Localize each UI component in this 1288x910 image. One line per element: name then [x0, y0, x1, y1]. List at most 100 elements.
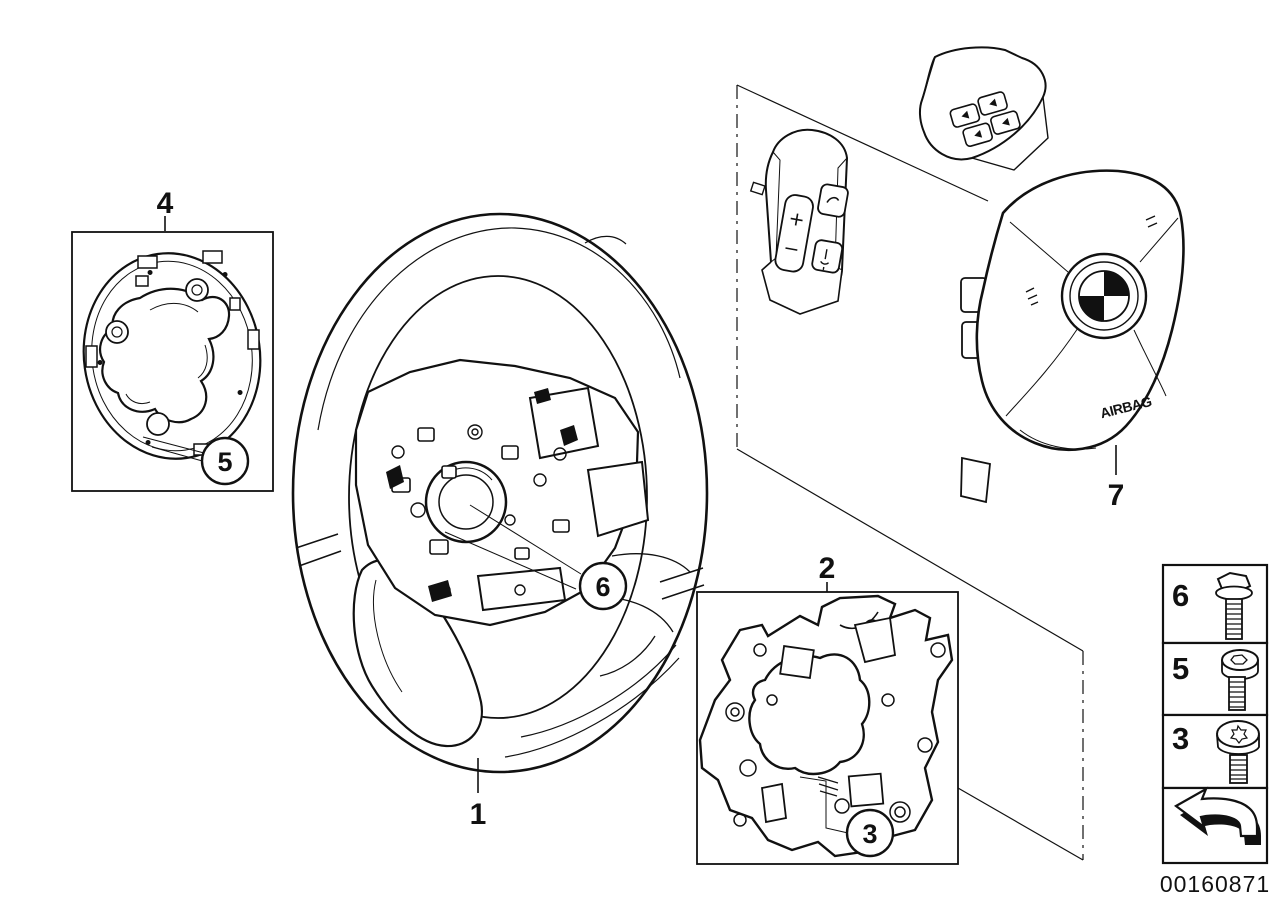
callout-circle-6 [578, 561, 628, 611]
switch-left-group [749, 128, 849, 315]
hub-connector [501, 445, 519, 460]
hub-boss [410, 502, 426, 518]
screw5-threads [1229, 681, 1245, 708]
hub-connector [441, 465, 457, 479]
slip-ring-group [71, 216, 274, 492]
part-label-2: 2 [819, 552, 836, 585]
callout-number-5: 5 [217, 447, 232, 477]
hub-boss [533, 473, 547, 487]
bolt-flange [1215, 585, 1253, 601]
wheel-left-spoke-seam [373, 579, 403, 693]
plate-hole [725, 702, 745, 722]
volume-plus-minus-glyphs [785, 213, 803, 251]
diagram-labels: 4 5 6 1 2 3 7 6 5 3 00160871 AIRBAG [157, 187, 1270, 897]
direction-arrow-face [1173, 786, 1259, 838]
plate-slot-hatch [817, 776, 839, 797]
hub-connector [552, 519, 570, 533]
slip-ring-boss-hole [191, 284, 203, 296]
plate-cutout [779, 645, 815, 679]
rim-seam-notch [584, 235, 627, 245]
phone-button [817, 183, 849, 218]
torx-pan-head-screw-icon [1216, 720, 1260, 784]
volume-rocker-button [774, 194, 814, 273]
callout6-leader [469, 504, 582, 575]
hub-boss [467, 424, 483, 440]
plate-hole [889, 801, 911, 823]
exploded-plane-lines [736, 84, 1084, 861]
hub-boss [514, 584, 526, 596]
plate-hole [834, 798, 850, 814]
mounting-plate-group [696, 582, 959, 865]
plate-hole [733, 813, 747, 827]
callout-number-6: 6 [595, 572, 610, 602]
callout6-leader [444, 531, 577, 590]
hub-connector [429, 539, 449, 555]
slip-ring-boss [105, 320, 129, 344]
hub-boss [471, 428, 479, 436]
plane-edge-top [736, 84, 989, 202]
plate-center-hole [748, 653, 871, 776]
callout-circle-5 [200, 436, 250, 486]
hub-column-bore [424, 460, 508, 544]
hub-boss [391, 445, 405, 459]
direction-arrow-icon [1173, 786, 1261, 845]
part-label-1: 1 [470, 798, 487, 831]
plate-hole [881, 693, 895, 707]
legend-number-3: 3 [1172, 721, 1189, 756]
callout-number-3: 3 [862, 819, 877, 849]
rim-seam-bottom [504, 644, 680, 758]
switch-right-group [918, 46, 1049, 171]
plate-hole [917, 737, 933, 753]
switch-left-base [761, 261, 843, 315]
slip-ring-tab [229, 297, 241, 311]
screw5-socket [1230, 654, 1248, 665]
slip-ring-tab [202, 250, 223, 264]
bmw-roundel-quadrants [1079, 271, 1129, 321]
hub-connectors [391, 427, 570, 560]
slip-ring-tabs [85, 250, 260, 456]
switch-left-connector [749, 181, 766, 196]
airbag-bracket-hook [960, 456, 991, 504]
slip-ring-boss-hole [111, 326, 123, 338]
legend-number-6: 6 [1172, 578, 1189, 613]
plate-cutout [761, 782, 787, 824]
slip-ring-boss [185, 278, 209, 302]
plate-hole [766, 694, 778, 706]
bolt-threads [1226, 603, 1242, 635]
hub-boss [553, 447, 567, 461]
screw3-threads [1230, 759, 1247, 780]
diagram-part-number: 00160871 [1160, 871, 1270, 897]
screw3-shank [1229, 754, 1248, 784]
steering-wheel-group [291, 212, 709, 793]
plate-cutout [853, 616, 897, 664]
airbag-group [960, 169, 1185, 504]
wheel-rim-inner [348, 275, 648, 719]
phone-icon [826, 196, 840, 203]
hub-boss [504, 514, 516, 526]
callout5-leader [151, 446, 207, 463]
switch-right-fin [921, 56, 1049, 171]
fastener-legend [1161, 563, 1269, 865]
hub-connector [417, 427, 435, 442]
bmw-roundel-ring [1069, 261, 1139, 331]
airbag-brackets [960, 277, 991, 504]
hex-flange-bolt-icon [1215, 571, 1253, 640]
plate-cutouts [761, 616, 897, 824]
voice-icon [820, 249, 830, 271]
airbag-warning-mark [1145, 215, 1158, 228]
plane-edge-lower [957, 787, 1084, 861]
rim-seam-top [317, 227, 681, 431]
slip-ring-tab [137, 255, 158, 269]
screw3-torx-socket [1229, 724, 1249, 744]
legend-number-5: 5 [1172, 651, 1189, 686]
hub-connector [514, 547, 530, 560]
airbag-molded-marks [1025, 215, 1158, 306]
part-label-4: 4 [157, 187, 174, 220]
plane-edge-bottom [736, 448, 1084, 652]
slip-ring-tab [135, 275, 149, 287]
slip-ring-boss [146, 412, 170, 436]
plate-hole [894, 806, 906, 818]
callout5-leader [142, 436, 205, 454]
